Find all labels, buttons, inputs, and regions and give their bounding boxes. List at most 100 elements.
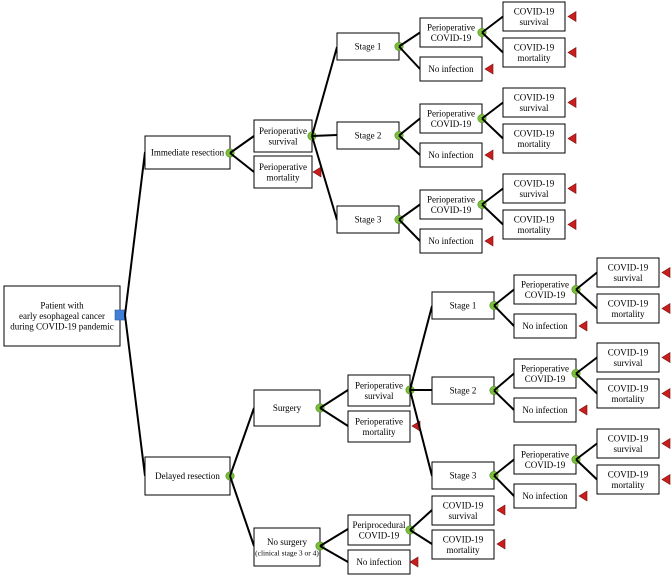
covid-survival-node-label: survival (614, 444, 643, 454)
no-infection-node: No infection (419, 56, 483, 82)
terminal-node-icon (409, 556, 419, 568)
terminal-node-icon (661, 302, 671, 315)
no-infection-node-box (419, 142, 483, 168)
terminal-node-icon (661, 437, 671, 450)
no-infection-node: No infection (513, 313, 577, 339)
delayed-no-infection-node-box (347, 549, 411, 575)
covid-survival-node-box (596, 342, 660, 373)
np-covid-survival-node-box (431, 495, 495, 526)
branch-line (575, 442, 598, 461)
delayed-perioperative-mortality-node-label: mortality (363, 427, 396, 437)
perioperative-covid-node-label: COVID-19 (431, 205, 472, 215)
perioperative-survival-node-label: Perioperative (259, 126, 307, 136)
covid-mortality-node-box (502, 123, 566, 154)
branch-line (398, 203, 421, 221)
covid-survival-node-box (502, 173, 566, 204)
terminal-node-icon (496, 504, 506, 516)
branch-line (409, 529, 433, 545)
stage-3-node-label: Stage 3 (355, 215, 382, 225)
terminal-node-icon (484, 235, 494, 247)
covid-mortality-node-label: mortality (612, 480, 645, 490)
branch-line (481, 31, 504, 54)
no-infection-node-label: No infection (522, 321, 568, 331)
delayed-resection-node-box (144, 456, 231, 496)
branch-line (229, 152, 255, 173)
perioperative-covid-node-box (513, 444, 577, 475)
covid-survival-node-label: survival (614, 273, 643, 283)
branch-line (575, 372, 598, 395)
delayed-stage-1-node-label: Stage 1 (450, 301, 477, 311)
delayed-resection-node: Delayed resection (144, 456, 231, 496)
stage-1-node-box (336, 32, 400, 61)
delayed-stage-1-node-box (431, 291, 495, 320)
branch-line (319, 407, 349, 427)
branch-line (481, 101, 504, 120)
no-infection-node: No infection (513, 397, 577, 423)
np-covid-mortality-node-label: mortality (447, 545, 480, 555)
stage-3-node: Stage 3 (336, 205, 400, 234)
branch-line (481, 117, 504, 140)
root-node-label: Patient with (40, 301, 84, 311)
perioperative-covid-node-box (419, 189, 483, 220)
terminal-node-icon (661, 266, 671, 279)
stage-3-node-box (336, 205, 400, 234)
covid-mortality-node-box (596, 378, 660, 409)
covid-survival-node-label: COVID-19 (608, 433, 649, 443)
branch-line (409, 509, 433, 531)
no-infection-node-label: No infection (428, 150, 474, 160)
covid-survival-node-label: COVID-19 (514, 92, 555, 102)
perioperative-mortality-node-label: Perioperative (259, 162, 307, 172)
covid-mortality-node-box (596, 464, 660, 495)
covid-mortality-node-label: COVID-19 (608, 469, 649, 479)
no-infection-node-box (513, 313, 577, 339)
terminal-node-icon (567, 218, 577, 231)
delayed-perioperative-survival-node-label: Perioperative (355, 380, 403, 390)
covid-mortality-node-label: COVID-19 (514, 214, 555, 224)
covid-mortality-node-label: mortality (518, 53, 551, 63)
stage-2-node: Stage 2 (336, 121, 400, 150)
delayed-stage-2-node-label: Stage 2 (450, 386, 477, 396)
perioperative-covid-node-label: Perioperative (521, 363, 569, 373)
branch-line (311, 135, 338, 221)
surgery-node-box (253, 389, 321, 427)
branch-line (229, 475, 255, 547)
decision-node-icon (114, 309, 126, 321)
terminal-node-icon (578, 490, 588, 502)
covid-mortality-node-label: COVID-19 (608, 298, 649, 308)
delayed-perioperative-survival-node-box (347, 374, 411, 407)
perioperative-mortality-node-label: mortality (267, 172, 300, 182)
perioperative-covid-node-label: Perioperative (521, 279, 569, 289)
periprocedural-covid-node-label: Periprocedural (353, 520, 406, 530)
covid-survival-node-label: COVID-19 (514, 178, 555, 188)
branch-line (575, 288, 598, 310)
covid-mortality-node-label: mortality (518, 225, 551, 235)
covid-survival-node-label: COVID-19 (608, 347, 649, 357)
covid-survival-node-label: survival (520, 189, 549, 199)
branch-line (398, 218, 421, 242)
perioperative-covid-node-box (419, 103, 483, 134)
perioperative-covid-node-label: COVID-19 (525, 460, 566, 470)
terminal-node-icon (496, 538, 506, 550)
surgery-node-label: Surgery (273, 403, 302, 413)
periprocedural-covid-node-label: COVID-19 (359, 530, 400, 540)
stage-2-node-label: Stage 2 (355, 131, 382, 141)
perioperative-covid-node-box (513, 358, 577, 389)
delayed-stage-1-node: Stage 1 (431, 291, 495, 320)
no-surgery-node-label: (clinical stage 3 or 4) (255, 548, 319, 557)
